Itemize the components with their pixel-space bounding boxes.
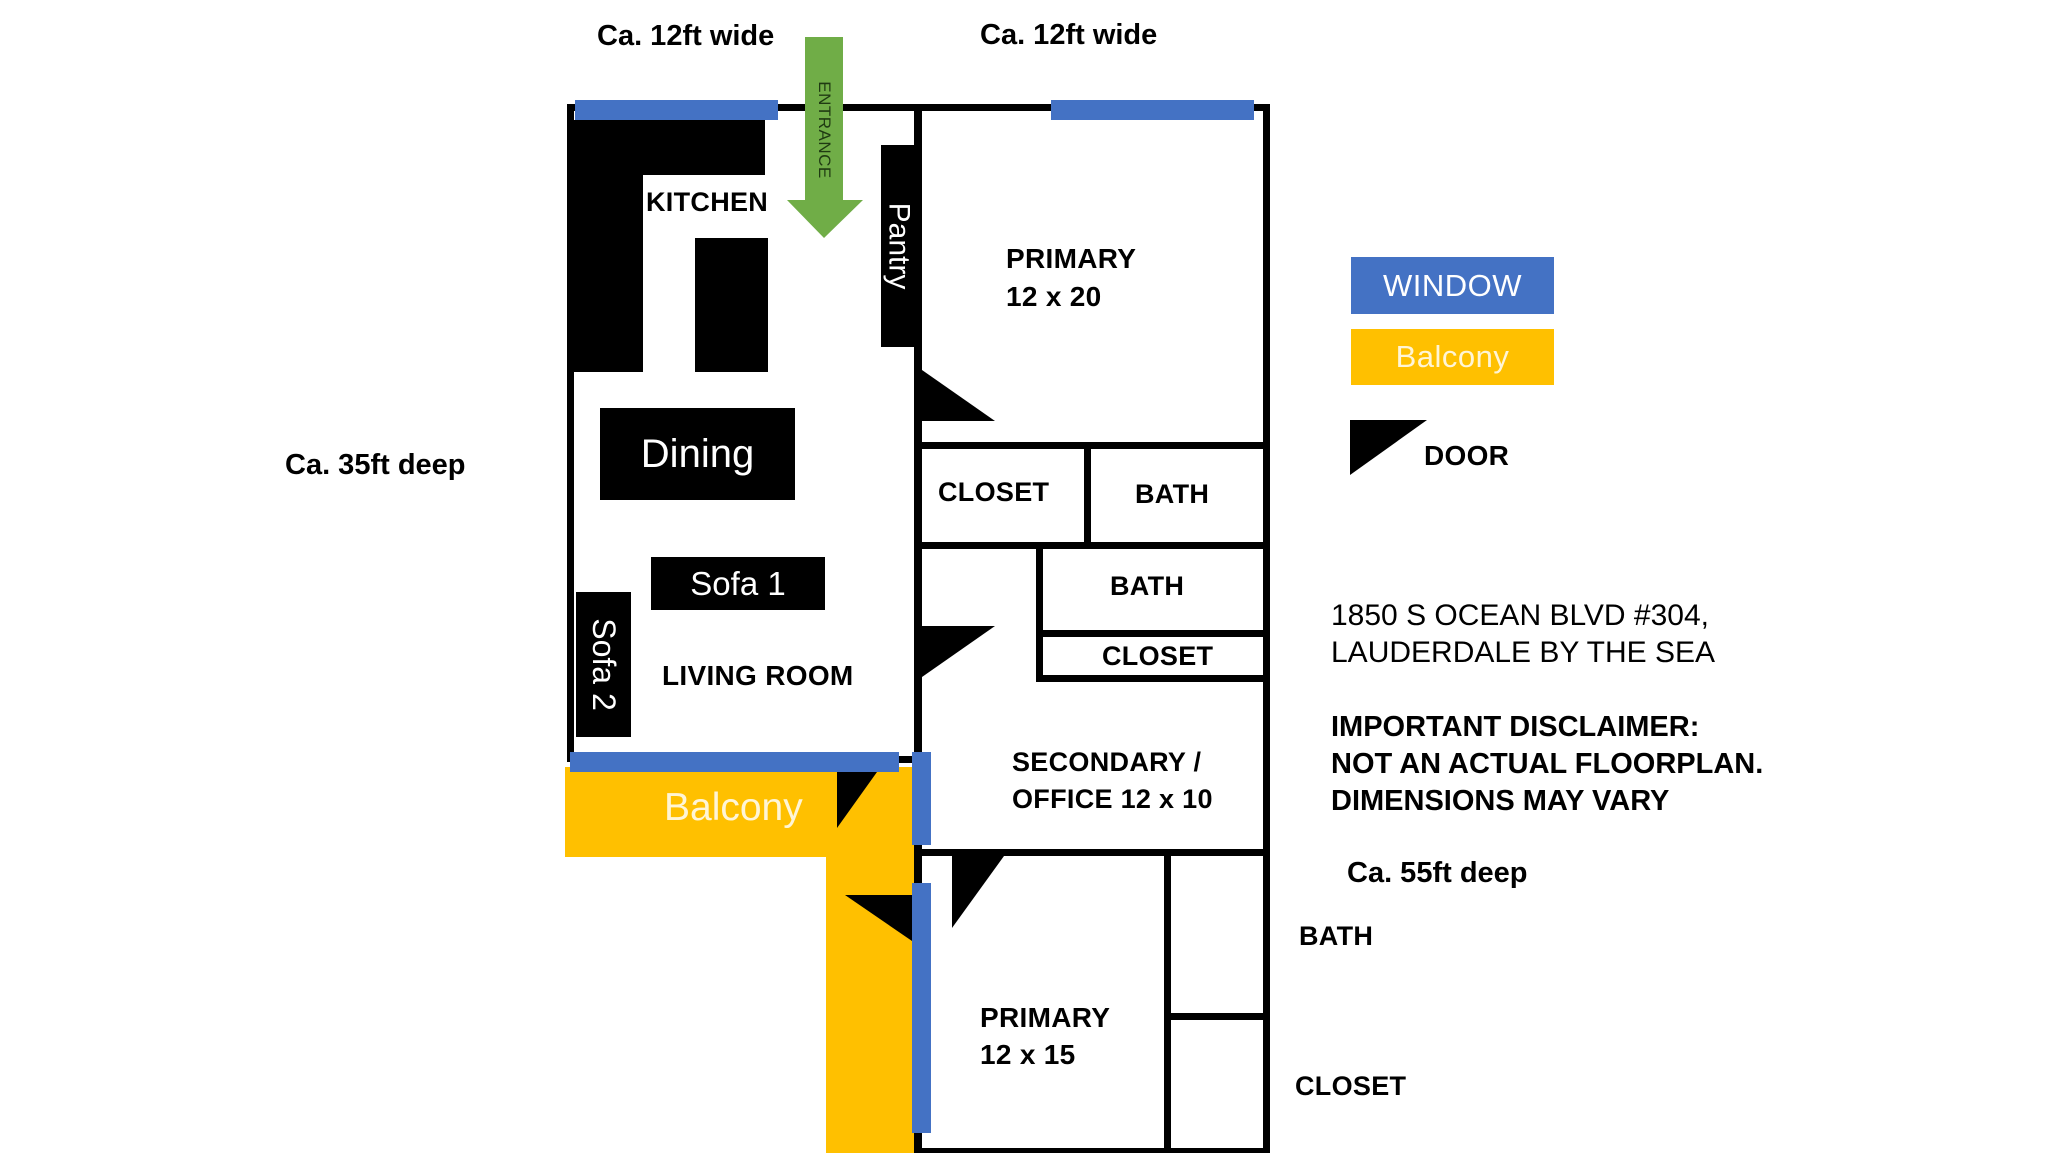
disclaimer-line3: DIMENSIONS MAY VARY bbox=[1331, 785, 1670, 817]
kitchen-island bbox=[695, 238, 768, 372]
middle-closet-bottom-wall bbox=[1036, 675, 1267, 682]
bath-lower-label: BATH bbox=[1299, 921, 1374, 951]
legend-door-label: DOOR bbox=[1424, 440, 1510, 471]
dining-label: Dining bbox=[640, 431, 755, 476]
middle-bath-left-wall bbox=[1036, 542, 1043, 682]
entrance-label: ENTRANCE bbox=[815, 81, 835, 179]
primary-bottom-size: 12 x 15 bbox=[980, 1039, 1076, 1070]
door-icon-primary-top bbox=[922, 370, 995, 421]
closet-upper-label: CLOSET bbox=[938, 477, 1050, 507]
legend-window: WINDOW bbox=[1351, 257, 1554, 314]
door-icon-balcony-primary bbox=[845, 895, 912, 941]
balcony-label: Balcony bbox=[664, 786, 803, 829]
sofa-1: Sofa 1 bbox=[651, 557, 825, 610]
address-line1: 1850 S OCEAN BLVD #304, bbox=[1331, 599, 1709, 632]
primary-top-name: PRIMARY bbox=[1006, 243, 1137, 274]
entrance-arrow-icon bbox=[787, 37, 863, 238]
right-wall bbox=[1263, 104, 1270, 1153]
window-kitchen bbox=[575, 100, 778, 120]
window-primary-top bbox=[1051, 100, 1254, 120]
door-icon-living bbox=[922, 626, 995, 677]
closet-row-bottom-wall bbox=[918, 542, 1267, 549]
legend-door-icon bbox=[1350, 420, 1427, 475]
middle-bath-closet-divider bbox=[1036, 630, 1267, 637]
closet-lower-label: CLOSET bbox=[1295, 1071, 1407, 1101]
pantry-label: Pantry bbox=[882, 202, 915, 290]
right-depth-label: Ca. 55ft deep bbox=[1347, 857, 1528, 889]
closet-row-top-wall bbox=[918, 442, 1267, 449]
legend-balcony-label: Balcony bbox=[1395, 339, 1510, 374]
bath-middle-label: BATH bbox=[1110, 571, 1185, 601]
kitchen-label: KITCHEN bbox=[646, 187, 769, 217]
closet-middle-label: CLOSET bbox=[1102, 641, 1214, 671]
top-left-width-label: Ca. 12ft wide bbox=[597, 20, 775, 52]
secondary-line2: OFFICE 12 x 10 bbox=[1012, 784, 1213, 814]
window-living-balcony bbox=[570, 752, 899, 772]
kitchen-counter-side bbox=[567, 120, 643, 372]
sofa-2: Sofa 2 bbox=[576, 592, 631, 737]
top-right-width-label: Ca. 12ft wide bbox=[980, 19, 1158, 51]
door-icon-balcony-living bbox=[837, 772, 877, 828]
center-wall bbox=[914, 104, 922, 1153]
living-room-label: LIVING ROOM bbox=[662, 660, 854, 691]
sofa-1-label: Sofa 1 bbox=[690, 564, 786, 602]
bottom-wall bbox=[918, 1148, 1267, 1153]
disclaimer-line1: IMPORTANT DISCLAIMER: bbox=[1331, 711, 1700, 743]
lower-bath-closet-divider bbox=[1164, 1013, 1267, 1020]
legend-balcony: Balcony bbox=[1351, 329, 1554, 385]
pantry: Pantry bbox=[881, 145, 915, 347]
closet-bath-divider bbox=[1084, 442, 1091, 546]
address-line2: LAUDERDALE BY THE SEA bbox=[1331, 636, 1716, 669]
entrance-label-wrap: ENTRANCE bbox=[805, 78, 843, 182]
primary-bottom-name: PRIMARY bbox=[980, 1002, 1111, 1033]
secondary-line1: SECONDARY / bbox=[1012, 747, 1202, 777]
legend-window-label: WINDOW bbox=[1382, 267, 1523, 303]
primary-top-size: 12 x 20 bbox=[1006, 281, 1102, 312]
secondary-bottom-wall bbox=[918, 849, 1267, 856]
window-primary-bottom bbox=[912, 883, 931, 1133]
balcony-wall-stub bbox=[899, 756, 917, 763]
lower-bath-left-wall bbox=[1164, 852, 1171, 1153]
window-secondary bbox=[912, 752, 931, 845]
left-wall bbox=[567, 104, 574, 762]
door-icon-primary-bottom bbox=[952, 856, 1004, 928]
disclaimer-line2: NOT AN ACTUAL FLOORPLAN. bbox=[1331, 748, 1764, 780]
sofa-2-label: Sofa 2 bbox=[586, 618, 623, 711]
left-depth-label: Ca. 35ft deep bbox=[285, 449, 466, 481]
dining-table: Dining bbox=[600, 408, 795, 500]
bath-upper-label: BATH bbox=[1135, 479, 1210, 509]
